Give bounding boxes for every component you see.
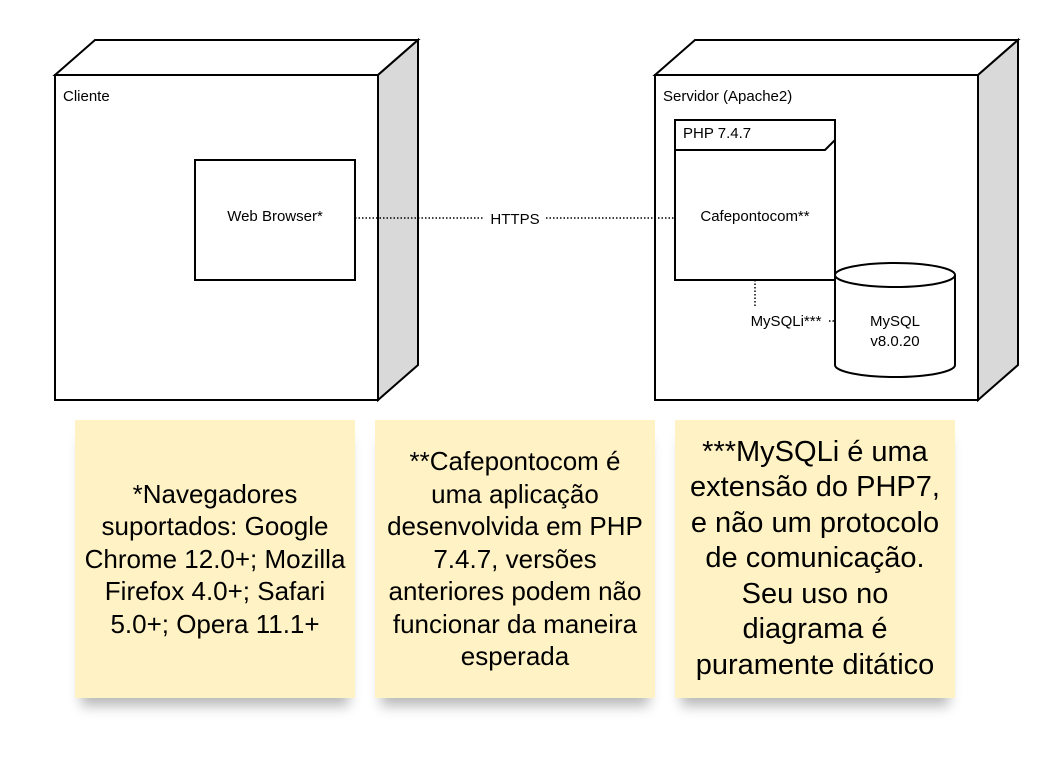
note-mysqli-text: ***MySQLi é uma extensão do PHP7, e não …	[690, 435, 940, 681]
php-package[interactable]: PHP 7.4.7 Cafepontocom**	[674, 119, 836, 281]
client-node-side-face	[377, 37, 419, 403]
cafepontocom-label: Cafepontocom**	[700, 208, 809, 225]
server-node-side-face	[977, 37, 1019, 403]
client-node-top-face	[52, 39, 421, 76]
php-package-body	[674, 119, 836, 281]
note-mysqli: ***MySQLi é uma extensão do PHP7, e não …	[675, 420, 955, 698]
note-cafepontocom: **Cafepontocom é uma aplicação desenvolv…	[375, 420, 655, 698]
deployment-diagram: Cliente Servidor (Apache2) Web Browser* …	[52, 37, 1021, 403]
server-node-label: Servidor (Apache2)	[663, 88, 792, 105]
server-node-top-face	[652, 39, 1021, 76]
mysql-cylinder-top	[834, 262, 956, 288]
note-supported-browsers-text: *Navegadores suportados: Google Chrome 1…	[84, 478, 346, 639]
mysql-database[interactable]: MySQL v8.0.20	[834, 262, 956, 378]
web-browser-box	[194, 159, 356, 281]
web-browser-label: Web Browser*	[227, 208, 323, 225]
web-browser-component[interactable]: Web Browser*	[194, 159, 356, 281]
php-package-tab-line	[675, 139, 836, 151]
mysqli-label: MySQLi***	[751, 313, 822, 330]
mysqli-connection[interactable]: MySQLi***	[751, 280, 835, 330]
note-supported-browsers: *Navegadores suportados: Google Chrome 1…	[75, 420, 355, 698]
https-label: HTTPS	[490, 211, 539, 228]
php-package-label: PHP 7.4.7	[683, 125, 751, 142]
mysql-label-name: MySQL	[870, 313, 920, 330]
mysql-label-version: v8.0.20	[870, 333, 919, 350]
client-node-label: Cliente	[63, 88, 110, 105]
https-connection[interactable]: HTTPS	[355, 211, 675, 228]
note-cafepontocom-text: **Cafepontocom é uma aplicação desenvolv…	[387, 446, 643, 672]
mysql-cylinder-body	[834, 275, 956, 378]
